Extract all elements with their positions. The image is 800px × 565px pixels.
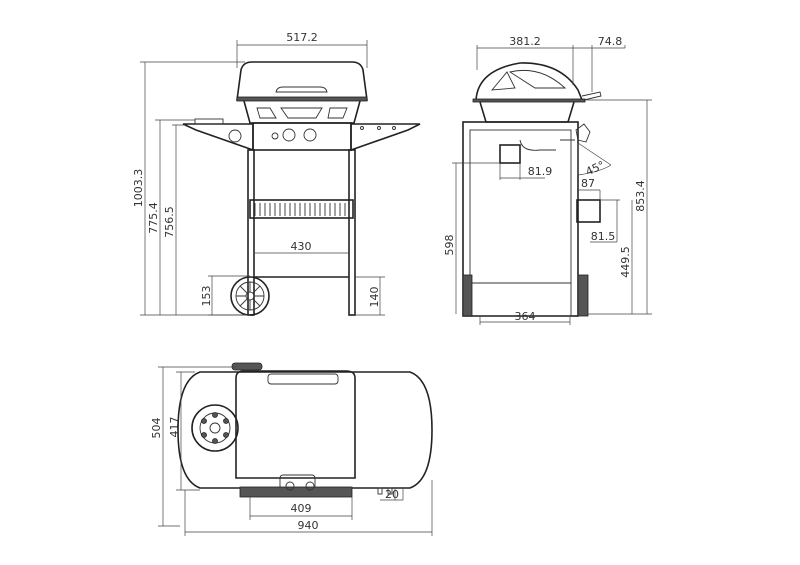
dim-hook-width: 87 — [581, 177, 595, 190]
dim-width-total: 940 — [298, 519, 319, 532]
dim-hook-elevation: 449.5 — [619, 246, 632, 278]
tank-knob — [231, 362, 263, 371]
side-burner-knob — [228, 129, 242, 143]
dim-firebox-height: 853.4 — [634, 180, 647, 212]
dim-hook-offset: 20 — [385, 488, 399, 501]
dim-lid-depth: 381.2 — [509, 35, 541, 48]
dim-bottom-bar-height: 140 — [368, 287, 381, 308]
dim-total-height: 1003.3 — [132, 169, 145, 208]
side-wheel-right — [577, 274, 589, 317]
right-leg — [348, 149, 356, 316]
dim-firebox-width: 409 — [291, 502, 312, 515]
side-firebox — [479, 101, 575, 123]
side-lid-rim — [472, 98, 586, 103]
dim-depth-total: 504 — [150, 418, 163, 439]
knob-left — [282, 128, 296, 142]
top-view: 504 417 409 940 20 — [150, 362, 433, 536]
top-outline — [177, 371, 433, 489]
knob-right — [303, 128, 317, 142]
top-lid-handle — [267, 373, 339, 385]
lid — [236, 61, 368, 101]
dim-hook-height: 81.5 — [591, 230, 616, 243]
dim-shelf-height: 756.5 — [163, 206, 176, 238]
dim-tank-holder-width: 81.9 — [528, 165, 553, 178]
dim-depth-shelf: 417 — [168, 417, 181, 438]
top-firebox-lid — [235, 370, 356, 479]
dim-handle-overhang: 74.8 — [598, 35, 623, 48]
left-side-shelf — [182, 123, 254, 152]
side-wheel-left — [462, 274, 473, 317]
tank-holder — [499, 144, 521, 164]
side-burner — [191, 404, 239, 452]
left-leg — [247, 149, 255, 316]
dim-wheel-height: 153 — [200, 286, 213, 307]
dim-wheel-spacing: 364 — [515, 310, 536, 323]
right-side-shelf — [350, 123, 421, 152]
bottom-rack — [249, 199, 354, 219]
side-handle — [581, 91, 602, 101]
dim-shelf-top-height: 775.4 — [147, 202, 160, 234]
dim-knob-angle: 45° — [584, 158, 607, 178]
wheel — [230, 276, 270, 316]
side-lid — [475, 62, 584, 101]
dim-leg-spacing: 430 — [291, 240, 312, 253]
firebox — [243, 100, 361, 124]
control-panel — [252, 122, 352, 151]
front-view: 517.2 1003.3 775.4 756.5 430 153 140 — [132, 31, 421, 316]
lid-rim — [236, 96, 368, 102]
control-panel-top — [239, 486, 353, 498]
dim-lid-width: 517.2 — [286, 31, 318, 44]
side-view: 381.2 74.8 81.9 45° 87 81.5 449.5 853.4 … — [443, 35, 652, 325]
lid-handle — [275, 86, 328, 93]
dim-tank-holder-height: 598 — [443, 235, 456, 256]
side-hook — [576, 199, 601, 223]
igniter-button — [271, 132, 279, 140]
regulator — [575, 123, 591, 143]
